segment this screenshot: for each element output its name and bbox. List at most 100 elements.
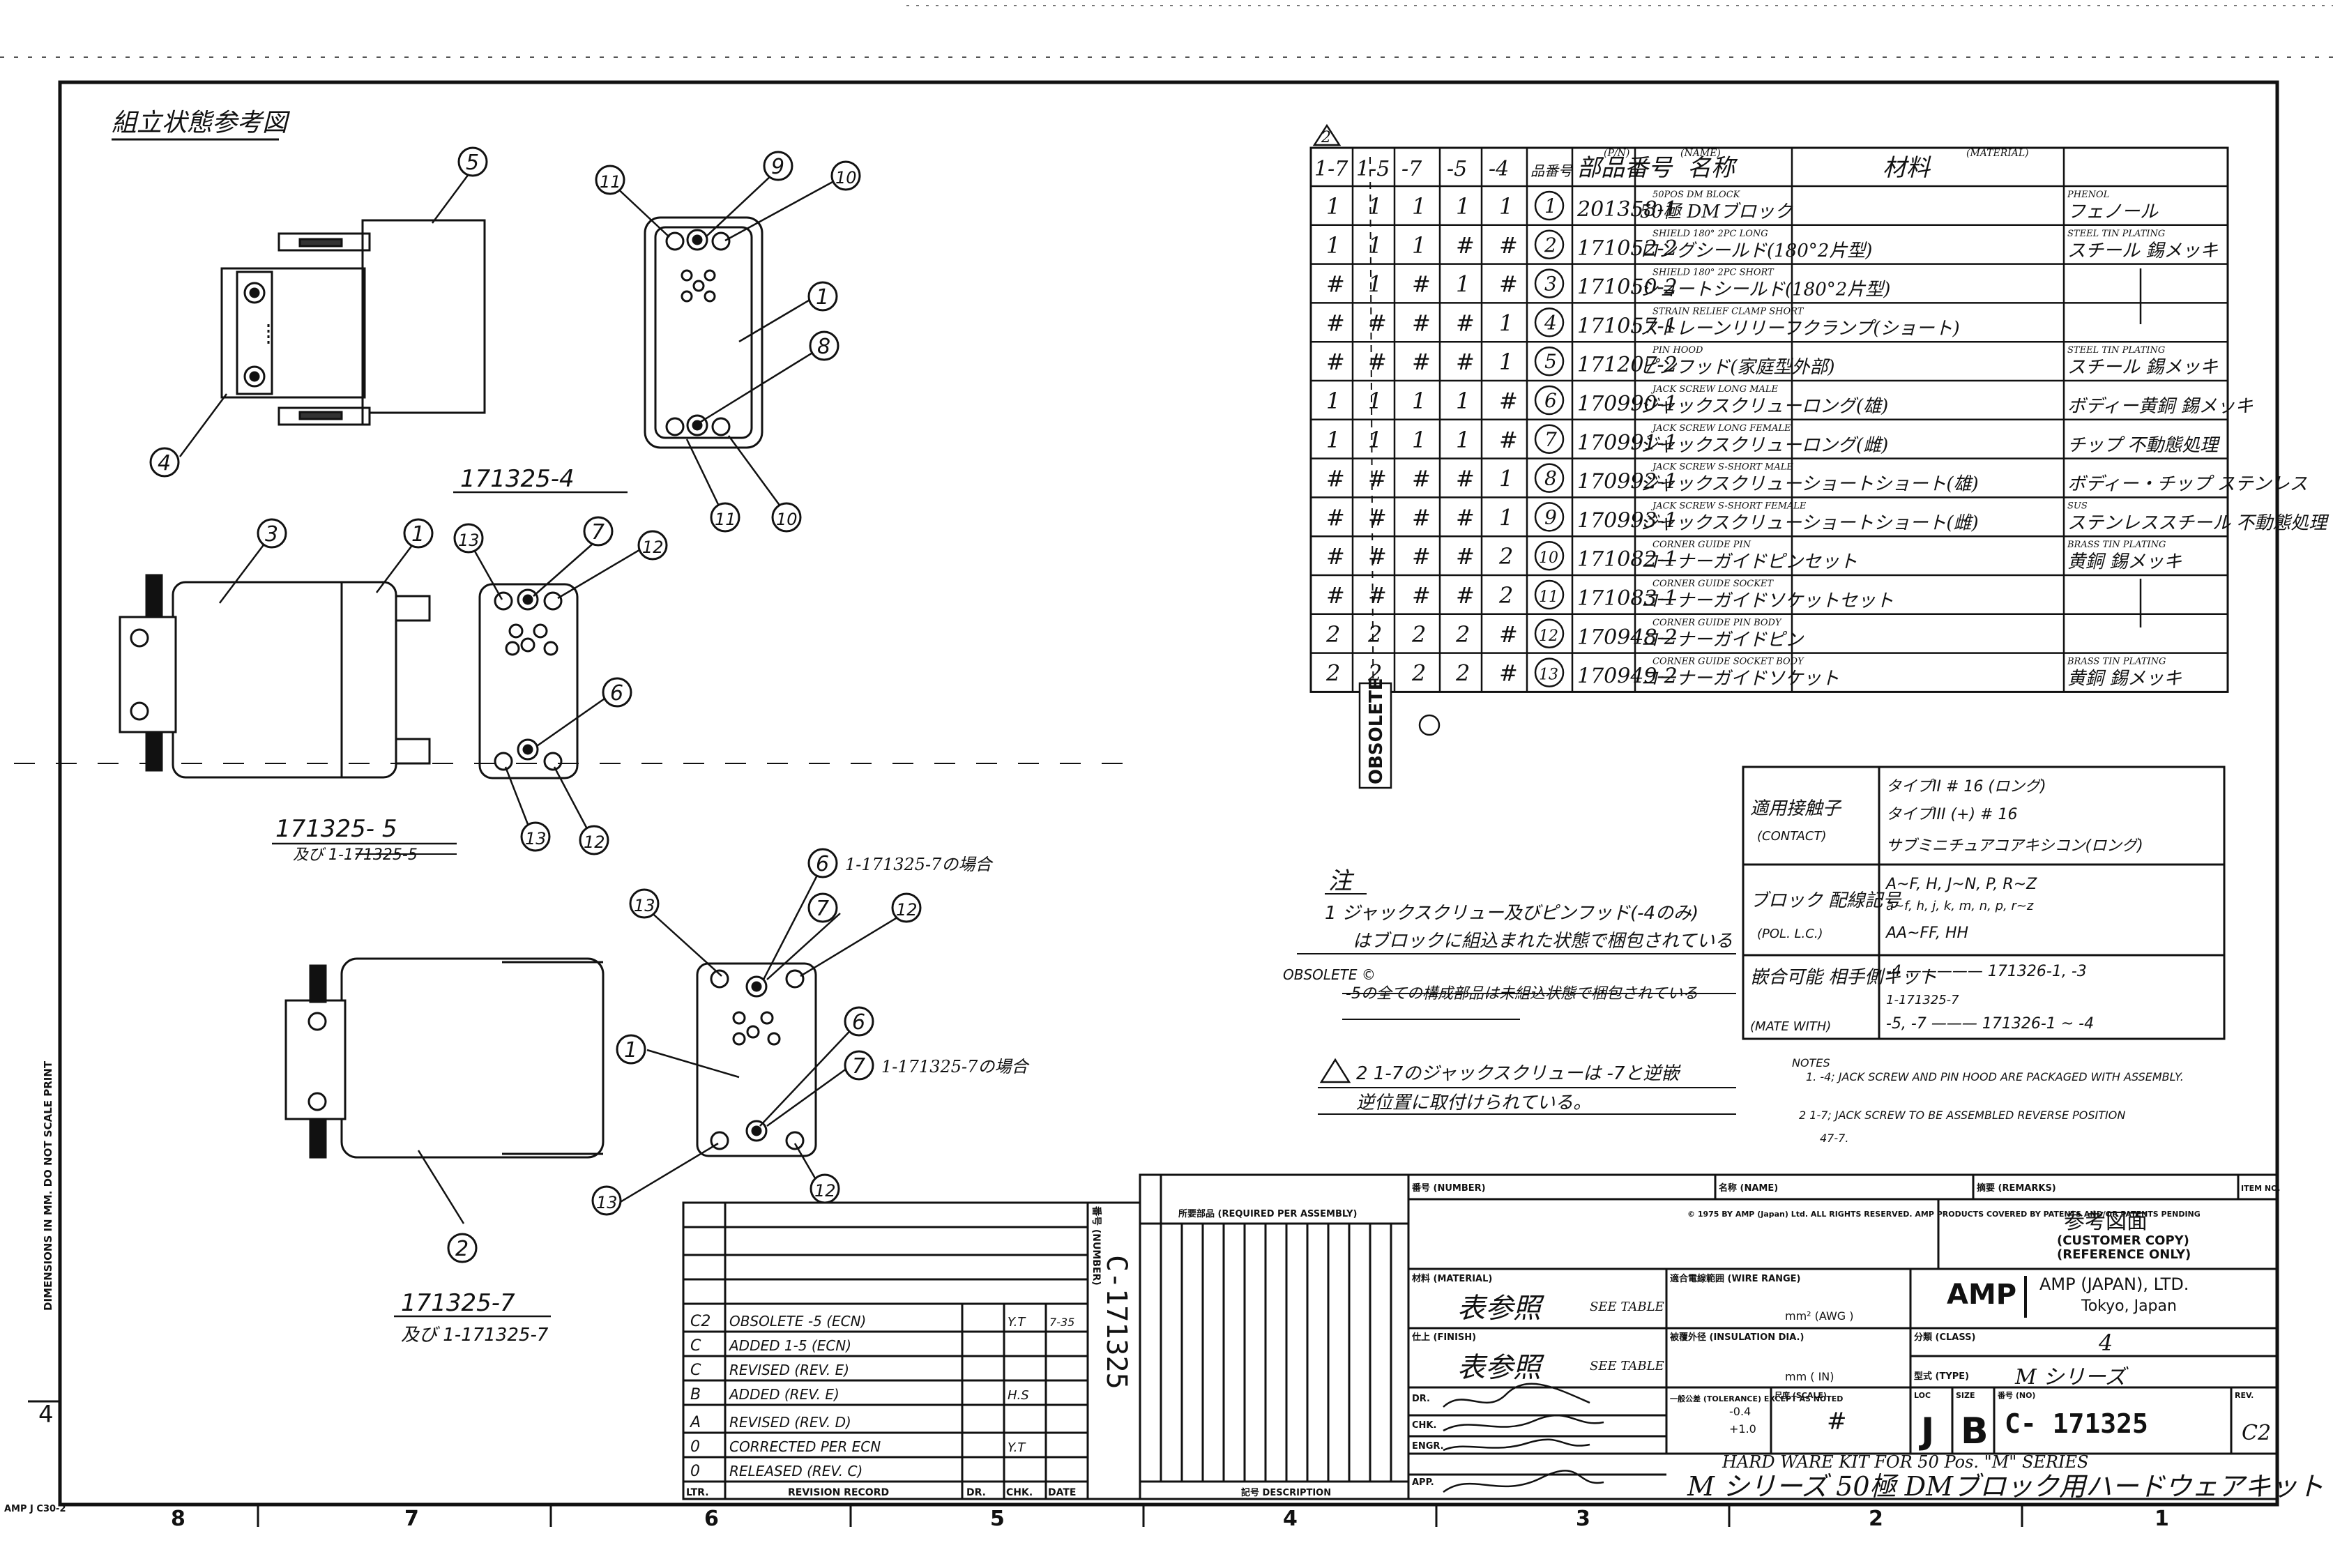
material-en: PHENOL xyxy=(2067,190,2109,200)
material-en: STEEL TIN PLATING xyxy=(2067,345,2165,356)
balloon-6-c: 6 xyxy=(807,848,838,878)
tb-remarks-label: 摘要 (REMARKS) xyxy=(1977,1182,2056,1194)
tb-loc-value: J xyxy=(1919,1410,1934,1452)
contact-label: 適用接触子 xyxy=(1750,798,1842,819)
item-balloon xyxy=(1534,579,1565,610)
qty-cell: 1 xyxy=(1412,427,1426,453)
view-labels: 171325-4 171325- 5 及び 1-171325-5 171325-… xyxy=(272,465,628,1346)
item-number: 7 xyxy=(1544,428,1557,451)
svg-text:11: 11 xyxy=(715,510,736,529)
amp-logo xyxy=(1945,1276,2012,1314)
tb-type-value: M シリーズ xyxy=(2014,1365,2129,1390)
revision-letter: C xyxy=(690,1337,701,1355)
assembly-footer: 記号 DESCRIPTION xyxy=(1241,1487,1331,1498)
revision-record: REVISED (REV. E) xyxy=(729,1362,849,1378)
tb-material-label: 材料 (MATERIAL) xyxy=(1412,1273,1492,1284)
side-zone-4: 4 xyxy=(38,1401,54,1429)
parts-table-header-en-0: (P/N) xyxy=(1604,148,1629,159)
qty-cell: # xyxy=(1326,504,1345,531)
part-name-en: SHIELD 180° 2PC SHORT xyxy=(1652,268,1775,278)
parts-table-header-4: -4 xyxy=(1489,157,1509,181)
note-2b: 逆位置に取付けられている。 xyxy=(1356,1093,1591,1113)
part-name: ジャックスクリューショートショート(雌) xyxy=(1640,512,1979,533)
qty-cell: 2 xyxy=(1411,621,1426,648)
rev-header-dr: DR. xyxy=(966,1487,986,1498)
balloon-12-c2: 12 xyxy=(810,1173,840,1204)
qty-cell: # xyxy=(1499,232,1518,259)
balloon-11-a: 11 xyxy=(595,165,625,195)
item-balloon xyxy=(1534,268,1565,298)
amp-logo-text: AMP xyxy=(1947,1279,2016,1311)
view-171325-7-side xyxy=(284,957,605,1159)
item-number: 3 xyxy=(1544,273,1557,296)
dimension-note-vertical: DIMENSIONS IN MM. DO NOT SCALE PRINT xyxy=(42,1060,54,1311)
view-171325-5-face xyxy=(478,583,579,779)
qty-cell: # xyxy=(1499,271,1518,298)
qty-cell: # xyxy=(1368,466,1387,492)
balloon-1-b: 1 xyxy=(403,518,434,549)
qty-cell: 2 xyxy=(1498,582,1513,609)
revision-letter: C2 xyxy=(690,1313,710,1330)
qty-cell: # xyxy=(1456,310,1475,336)
part-number: 201358-1 xyxy=(1576,197,1678,222)
parts-table-header-7: 名称 xyxy=(1687,154,1738,182)
svg-text:10: 10 xyxy=(835,168,857,188)
tb-class-label: 分類 (CLASS) xyxy=(1914,1332,1975,1343)
qty-cell: 1 xyxy=(1368,232,1382,259)
qty-cell: 1 xyxy=(1412,388,1426,414)
tb-no-label: 番号 (NO) xyxy=(1997,1390,2035,1400)
item-number: 13 xyxy=(1539,667,1558,684)
tb-scale-value: # xyxy=(1827,1408,1847,1436)
qty-cell: 1 xyxy=(1499,504,1513,531)
part-name-en: JACK SCREW S-SHORT MALE xyxy=(1650,462,1793,473)
balloon-7-c2: 7 xyxy=(844,1050,874,1081)
item-number: 9 xyxy=(1544,505,1557,528)
item-number: 5 xyxy=(1544,350,1557,373)
material: 黄銅 錫メッキ xyxy=(2067,551,2182,572)
item-number: 6 xyxy=(1544,389,1557,412)
svg-text:12: 12 xyxy=(584,832,605,852)
balloon-9-a: 9 xyxy=(763,151,793,181)
zone-strip-bottom: 8 7 6 5 4 3 2 1 AMP J C30-2 xyxy=(4,1504,2169,1531)
material: ボディー黄銅 錫メッキ xyxy=(2067,396,2253,417)
notes-en-heading: NOTES xyxy=(1792,1056,1830,1070)
item-balloon xyxy=(1534,657,1565,687)
part-name-en: CORNER GUIDE SOCKET xyxy=(1652,579,1774,589)
svg-text:1: 1 xyxy=(624,1038,637,1063)
view-171325-4-face xyxy=(644,216,763,449)
material: 黄銅 錫メッキ xyxy=(2067,669,2182,690)
part-name: ジャックスクリューロング(雌) xyxy=(1640,435,1888,456)
svg-text:1: 1 xyxy=(816,285,829,310)
item-balloon xyxy=(1534,229,1565,260)
parts-table-rev-mark: 2 xyxy=(1321,129,1331,146)
view-note-6: 1-171325-7の場合 xyxy=(845,855,994,874)
view-label-171325-4: 171325-4 xyxy=(460,465,575,493)
svg-text:4: 4 xyxy=(158,451,171,475)
parts-table-header-2: -7 xyxy=(1401,157,1422,181)
tb-name-jp: M シリーズ 50極 DMブロック用ハードウェアキット xyxy=(1687,1471,2324,1502)
qty-cell: 2 xyxy=(1455,660,1470,687)
qty-cell: # xyxy=(1499,621,1518,648)
qty-cell: 1 xyxy=(1499,466,1513,492)
qty-cell: # xyxy=(1499,388,1518,414)
zone-3: 3 xyxy=(1576,1507,1590,1531)
material: スチール 錫メッキ xyxy=(2067,241,2218,261)
item-balloon xyxy=(1534,307,1565,337)
qty-cell: # xyxy=(1326,582,1345,609)
rev-header-chk: CHK. xyxy=(1006,1487,1033,1498)
part-name: ジャックスクリューロング(雄) xyxy=(1640,396,1888,417)
qty-cell: 1 xyxy=(1326,388,1340,414)
view-171325-4-side xyxy=(220,219,486,426)
balloon-10-a: 10 xyxy=(830,160,861,191)
balloon-6-c2: 6 xyxy=(844,1006,874,1037)
material: スチール 錫メッキ xyxy=(2067,357,2218,378)
qty-cell: 1 xyxy=(1456,193,1470,220)
qty-cell: # xyxy=(1456,466,1475,492)
tb-insul-label: 被覆外径 (INSULATION DIA.) xyxy=(1669,1332,1804,1343)
rev-header-ltr: LTR. xyxy=(686,1487,709,1498)
material: チップ 不動態処理 xyxy=(2067,435,2221,456)
svg-text:5: 5 xyxy=(466,151,479,175)
part-name-en: CORNER GUIDE PIN xyxy=(1652,540,1751,550)
